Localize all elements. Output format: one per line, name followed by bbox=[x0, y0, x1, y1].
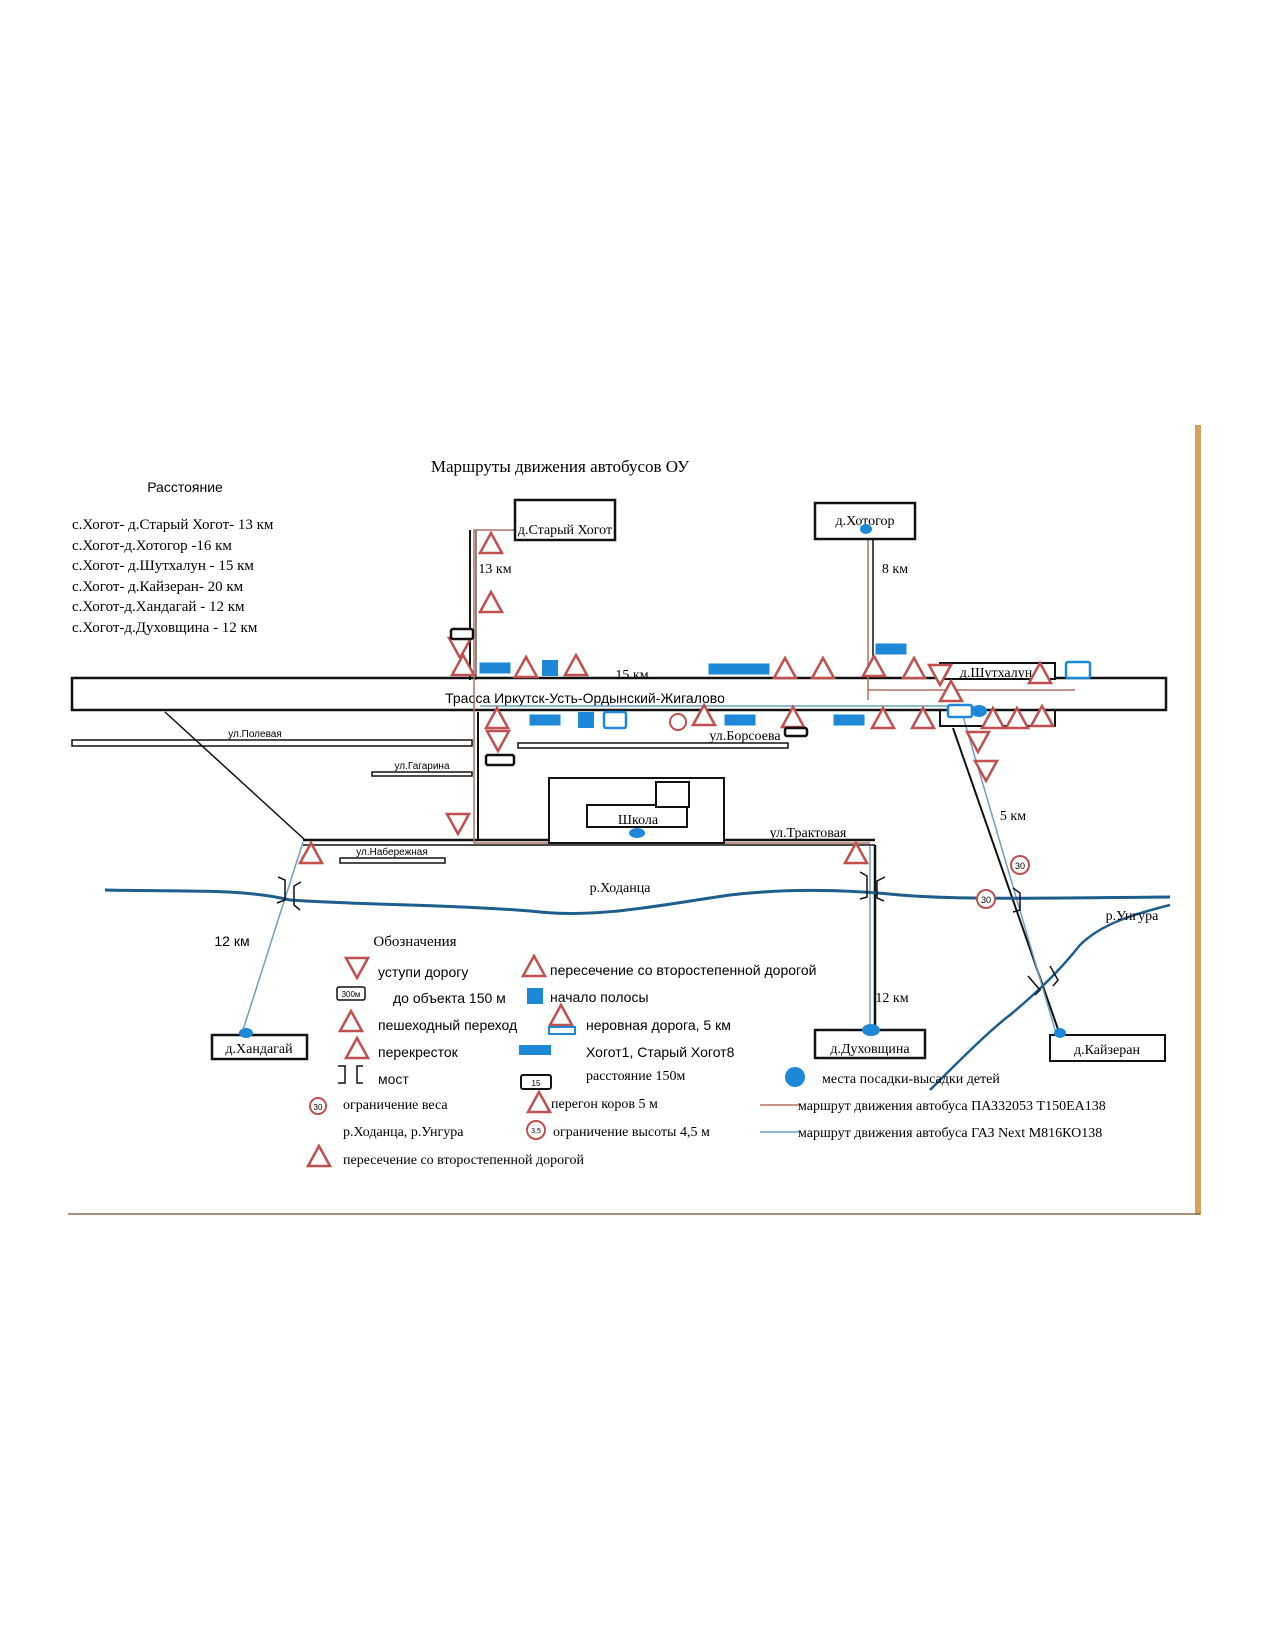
village-label: д.Шутхалун bbox=[960, 666, 1033, 681]
pickup-point bbox=[629, 828, 645, 838]
distance-plate-icon bbox=[449, 627, 1092, 767]
highway bbox=[70, 676, 1168, 712]
distance-label: 5 км bbox=[1000, 809, 1026, 824]
street-borsoeva bbox=[517, 742, 789, 749]
village-shutkhalun: д.Шутхалун bbox=[939, 662, 1056, 727]
legend-khogot-sign: Хогот1, Старый Хогот8 bbox=[519, 1044, 735, 1060]
svg-text:15: 15 bbox=[532, 1079, 541, 1088]
distance-label: 13 км bbox=[478, 562, 511, 577]
legend-route-gaz: маршрут движения автобуса ГАЗ Next М816К… bbox=[760, 1126, 1102, 1141]
height-limit-sign-icon bbox=[669, 713, 687, 731]
svg-text:3,5: 3,5 bbox=[531, 1128, 541, 1135]
svg-text:маршрут движения автобуса ГАЗ: маршрут движения автобуса ГАЗ Next М816К… bbox=[798, 1126, 1102, 1141]
village-kaizeran: д.Кайзеран bbox=[1049, 1034, 1166, 1062]
village-label: д.Духовщина bbox=[830, 1042, 910, 1057]
street-gagarina-label: ул.Гагарина bbox=[394, 761, 449, 772]
legend-route-paz: маршрут движения автобуса ПАЗ32053 Т150Е… bbox=[760, 1099, 1106, 1114]
svg-text:пешеходный переход: пешеходный переход bbox=[378, 1017, 517, 1033]
legend-give-way: уступи дорогу bbox=[344, 956, 468, 980]
pickup-point bbox=[971, 705, 987, 717]
legend-distance-to-object: 300м до объекта 150 м bbox=[336, 986, 506, 1006]
pickup-point bbox=[1054, 1028, 1066, 1038]
weight-limit-sign-icon: 30 30 bbox=[976, 855, 1030, 909]
legend-crossroad: перекресток bbox=[344, 1036, 459, 1060]
map-title: Маршруты движения автобусов ОУ bbox=[431, 457, 690, 476]
river-khodantsa-label: р.Ходанца bbox=[590, 881, 652, 896]
distance-item: с.Хогот-д.Духовщина - 12 км bbox=[72, 620, 258, 636]
highway-label: Трасса Иркутск-Усть-Ордынский-Жигалово bbox=[445, 690, 725, 706]
legend-distance-150: 15 расстояние 150м bbox=[520, 1069, 685, 1090]
svg-text:пересечение со второстепенной: пересечение со второстепенной дорогой bbox=[343, 1153, 584, 1168]
village-khotogor: д.Хотогор bbox=[813, 501, 917, 541]
distance-item: с.Хогот- д.Кайзеран- 20 км bbox=[72, 579, 244, 595]
info-plate-icon bbox=[478, 642, 908, 727]
svg-text:начало полосы: начало полосы bbox=[550, 989, 649, 1005]
legend-pickup-points: места посадки-высадки детей bbox=[785, 1067, 1000, 1087]
legend-rivers: р.Ходанца, р.Унгура bbox=[343, 1125, 464, 1140]
legend-secondary-road: пересечение со второстепенной дорогой bbox=[521, 954, 816, 978]
legend-secondary-road-2: пересечение со второстепенной дорогой bbox=[306, 1144, 584, 1168]
village-label: д.Старый Хогот bbox=[518, 523, 612, 538]
svg-text:мост: мост bbox=[378, 1071, 409, 1087]
street-polevaya-label: ул.Полевая bbox=[228, 729, 282, 740]
legend-heading: Обозначения bbox=[373, 934, 456, 950]
street-naberezhnaya-label: ул.Набережная bbox=[356, 846, 428, 858]
distance-label: 8 км bbox=[882, 562, 908, 577]
distances-heading: Расстояние bbox=[147, 479, 223, 495]
svg-text:перегон коров 5 м: перегон коров 5 м bbox=[551, 1097, 658, 1112]
legend-pedestrian: пешеходный переход bbox=[338, 1009, 517, 1033]
distance-item: с.Хогот- д.Шутхалун - 15 км bbox=[72, 558, 254, 574]
street-polevaya bbox=[71, 739, 473, 747]
river-khodantsa bbox=[104, 888, 1171, 915]
svg-text:расстояние 150м: расстояние 150м bbox=[586, 1069, 685, 1084]
svg-text:пересечение со второстепенной: пересечение со второстепенной дорогой bbox=[550, 962, 816, 978]
svg-text:30: 30 bbox=[314, 1103, 323, 1112]
village-stary-khogot: д.Старый Хогот bbox=[513, 498, 617, 542]
svg-text:до объекта 150 м: до объекта 150 м bbox=[393, 990, 506, 1006]
svg-text:неровная дорога, 5 км: неровная дорога, 5 км bbox=[586, 1017, 731, 1033]
svg-text:30: 30 bbox=[1015, 861, 1025, 871]
village-label: д.Кайзеран bbox=[1074, 1043, 1140, 1058]
distance-label: 12 км bbox=[875, 991, 908, 1006]
roads bbox=[164, 512, 1061, 1036]
svg-text:30: 30 bbox=[981, 895, 991, 905]
pickup-point bbox=[862, 1024, 880, 1036]
svg-text:уступи дорогу: уступи дорогу bbox=[378, 964, 468, 980]
village-label: д.Хотогор bbox=[836, 514, 895, 529]
pickup-points bbox=[239, 524, 1066, 1038]
svg-text:места посадки-высадки детей: места посадки-высадки детей bbox=[822, 1072, 1000, 1087]
distance-label: 12 км bbox=[214, 933, 249, 949]
street-borsoeva-label: ул.Борсоева bbox=[709, 729, 781, 744]
legend-height-limit: 3,5 ограничение высоты 4,5 м bbox=[526, 1120, 710, 1140]
legend-lane-start: начало полосы bbox=[527, 988, 649, 1005]
school-label: Школа bbox=[618, 813, 659, 828]
street-traktovaya-label: ул.Трактовая bbox=[770, 826, 847, 841]
street-gagarina bbox=[371, 771, 473, 777]
distance-item: с.Хогот-д.Хандагай - 12 км bbox=[72, 599, 245, 615]
pickup-point bbox=[860, 524, 872, 534]
svg-text:ограничение веса: ограничение веса bbox=[343, 1098, 448, 1113]
svg-text:маршрут движения автобуса ПАЗ3: маршрут движения автобуса ПАЗ32053 Т150Е… bbox=[798, 1099, 1106, 1114]
legend-weight-limit: 30 ограничение веса bbox=[309, 1097, 448, 1115]
svg-text:300м: 300м bbox=[342, 990, 361, 999]
village-khandagai: д.Хандагай bbox=[210, 1033, 309, 1061]
distance-item: с.Хогот-д.Хотогор -16 км bbox=[72, 538, 232, 554]
svg-text:р.Ходанца, р.Унгура: р.Ходанца, р.Унгура bbox=[343, 1125, 464, 1140]
street-naberezhnaya bbox=[339, 857, 446, 864]
svg-text:Хогот1, Старый Хогот8: Хогот1, Старый Хогот8 bbox=[586, 1044, 735, 1060]
river-ungura-label: р.Унгура bbox=[1106, 909, 1159, 924]
svg-text:перекресток: перекресток bbox=[378, 1044, 459, 1060]
pickup-point bbox=[239, 1028, 253, 1038]
distance-label: 15 км bbox=[615, 668, 648, 683]
legend-bridge: мост bbox=[338, 1065, 409, 1087]
lane-start-icon bbox=[542, 660, 594, 728]
legend-rough-road: неровная дорога, 5 км bbox=[548, 1003, 731, 1035]
bridge-icon bbox=[276, 871, 1059, 996]
legend-cow-crossing: перегон коров 5 м bbox=[526, 1090, 658, 1114]
river-ungura bbox=[929, 903, 1171, 1091]
distance-item: с.Хогот- д.Старый Хогот- 13 км bbox=[72, 517, 274, 533]
svg-text:ограничение высоты 4,5 м: ограничение высоты 4,5 м bbox=[553, 1125, 710, 1140]
village-label: д.Хандагай bbox=[225, 1042, 293, 1057]
